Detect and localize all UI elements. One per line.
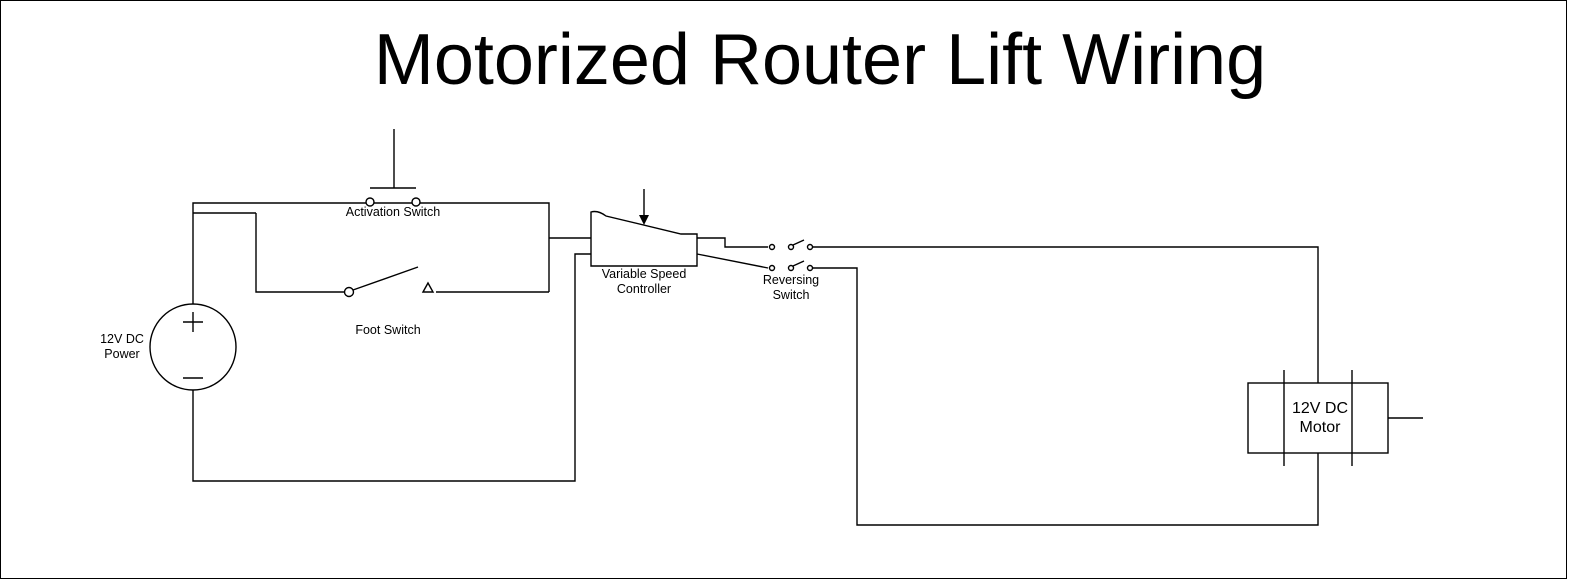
- reverse-blade-bottom: [792, 260, 805, 267]
- activation-contact-right: [411, 197, 421, 207]
- diagram-title: Motorized Router Lift Wiring: [373, 20, 1267, 100]
- foot-switch-pivot: [343, 286, 355, 298]
- motor-body: [1247, 382, 1389, 454]
- reverse-contact-5: [806, 243, 814, 251]
- foot-switch-pedal-icon: [421, 281, 435, 293]
- controller-arrow-head: [639, 215, 649, 225]
- controller-label-line2: Controller: [617, 282, 671, 296]
- reverse-contact-6: [806, 264, 814, 272]
- motor-label-line2: Motor: [1300, 419, 1342, 436]
- reverse-blade-top: [792, 239, 805, 246]
- controller-label-line1: Variable Speed: [602, 267, 687, 281]
- speed-controller: Variable Speed Controller: [590, 189, 698, 296]
- reverse-contact-1: [768, 243, 776, 251]
- foot-switch: Foot Switch: [312, 266, 435, 337]
- reverse-contact-3: [787, 243, 795, 251]
- reverse-contact-2: [768, 264, 776, 272]
- activation-contact-left: [365, 197, 375, 207]
- wire-to-motor-top: [813, 246, 1319, 383]
- foot-switch-label: Foot Switch: [355, 323, 420, 337]
- foot-switch-blade: [352, 266, 419, 291]
- wire-foot-left: [255, 213, 312, 293]
- motor-label-line1: 12V DC: [1292, 400, 1348, 417]
- activation-switch: Activation Switch: [346, 129, 441, 219]
- controller-body: [590, 210, 698, 267]
- motor: 12V DC Motor: [1247, 370, 1423, 466]
- reversing-switch: Reversing Switch: [763, 239, 819, 302]
- power-label-line2: Power: [104, 347, 139, 361]
- reversing-label-line2: Switch: [773, 288, 810, 302]
- power-supply: 12V DC Power: [100, 303, 237, 391]
- wire-controller-out-bottom: [696, 253, 769, 269]
- wire-to-motor-bottom: [813, 267, 1319, 526]
- reversing-label-line1: Reversing: [763, 273, 819, 287]
- activation-switch-label: Activation Switch: [346, 205, 441, 219]
- wire-controller-out-top: [697, 237, 768, 248]
- reverse-contact-4: [787, 264, 795, 272]
- power-label-line1: 12V DC: [100, 332, 144, 346]
- wire-negative-return: [192, 253, 591, 482]
